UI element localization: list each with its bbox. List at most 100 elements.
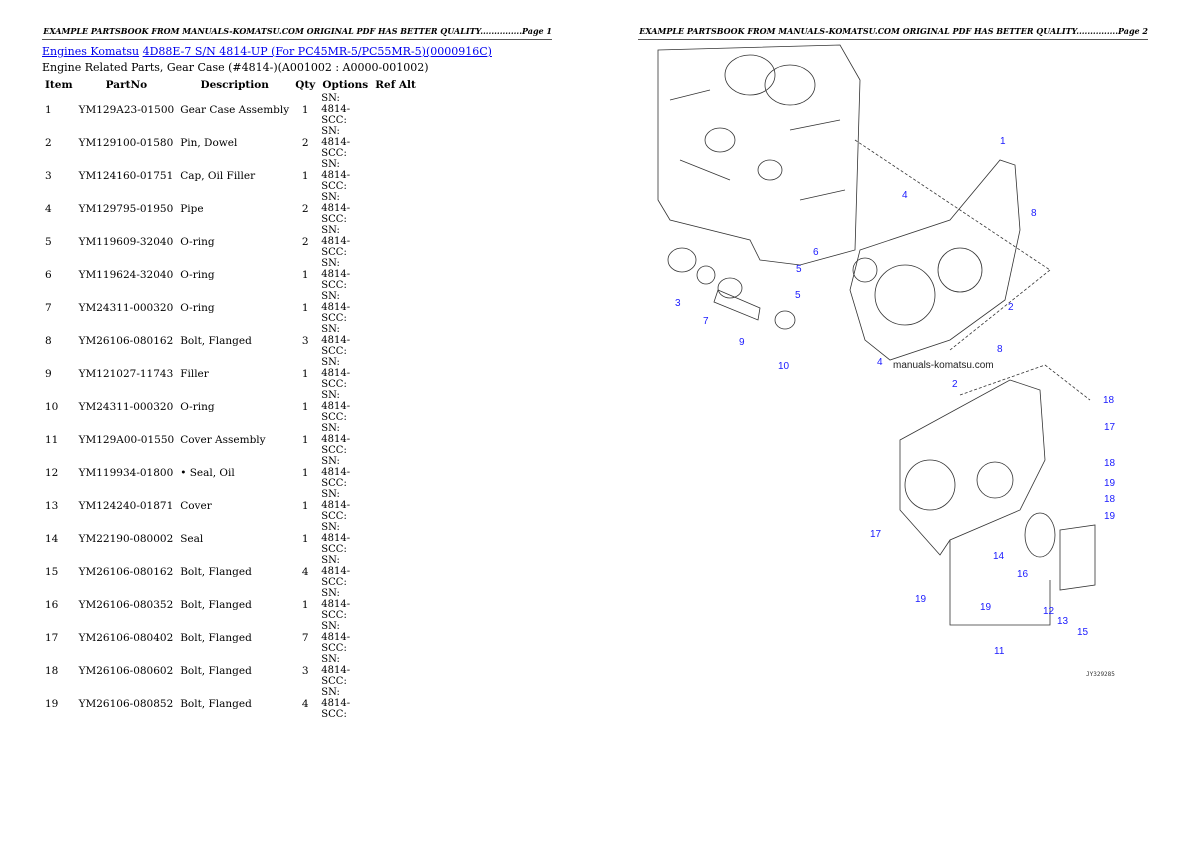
item-number: 12 bbox=[45, 466, 59, 479]
breadcrumb-link-engines[interactable]: Engines Komatsu bbox=[42, 45, 140, 58]
item-number: 8 bbox=[45, 334, 52, 347]
quantity: 1 bbox=[301, 433, 309, 446]
column-header: Qty bbox=[295, 78, 316, 91]
description: O-ring bbox=[180, 400, 215, 413]
column-header: Options bbox=[322, 78, 369, 91]
ref-alt bbox=[372, 357, 419, 390]
description: Cover Assembly bbox=[180, 433, 266, 446]
options: SN: 4814-SCC: bbox=[321, 621, 351, 654]
ref-alt bbox=[372, 555, 419, 588]
description: O-ring bbox=[180, 235, 215, 248]
callout-number: 8 bbox=[997, 344, 1003, 355]
parts-diagram: 1223445567889101112131415161717181818191… bbox=[657, 44, 1116, 678]
part-number: YM119624-32040 bbox=[78, 268, 174, 281]
part-number: YM129A00-01550 bbox=[78, 433, 175, 446]
ref-alt bbox=[372, 588, 419, 621]
options: SN: 4814-SCC: bbox=[321, 258, 351, 291]
callout-number: 12 bbox=[1043, 606, 1055, 617]
item-number: 1 bbox=[45, 103, 52, 116]
description: Bolt, Flanged bbox=[180, 334, 252, 347]
callout-number: 18 bbox=[1104, 494, 1116, 505]
callout-number: 14 bbox=[993, 551, 1005, 562]
part-number: YM121027-11743 bbox=[78, 367, 174, 380]
item-number: 19 bbox=[45, 697, 59, 710]
callout-number: 2 bbox=[952, 379, 958, 390]
description: Bolt, Flanged bbox=[180, 631, 252, 644]
ref-alt bbox=[372, 489, 419, 522]
callout-number: 19 bbox=[915, 594, 927, 605]
callout-number: 16 bbox=[1017, 569, 1029, 580]
callout-number: 18 bbox=[1103, 395, 1115, 406]
options: SN: 4814-SCC: bbox=[321, 192, 351, 225]
breadcrumb-link-model[interactable]: 4D88E-7 S/N 4814-UP (For PC45MR-5/PC55MR… bbox=[142, 45, 492, 58]
page-header-2: EXAMPLE PARTSBOOK FROM MANUALS-KOMATSU.C… bbox=[638, 26, 1148, 40]
callout-number: 10 bbox=[778, 361, 790, 372]
options: SN: 4814-SCC: bbox=[321, 159, 351, 192]
description: Bolt, Flanged bbox=[180, 565, 252, 578]
callout-labels: 1223445567889101112131415161717181818191… bbox=[675, 136, 1116, 657]
description: O-ring bbox=[180, 301, 215, 314]
callout-number: 17 bbox=[1104, 422, 1116, 433]
part-number: YM26106-080852 bbox=[78, 697, 174, 710]
quantity: 3 bbox=[301, 334, 309, 347]
callout-number: 9 bbox=[739, 337, 745, 348]
quantity: 2 bbox=[301, 202, 309, 215]
item-number: 4 bbox=[45, 202, 52, 215]
page-header-1: EXAMPLE PARTSBOOK FROM MANUALS-KOMATSU.C… bbox=[42, 26, 552, 40]
description: Cover bbox=[180, 499, 212, 512]
item-number: 16 bbox=[45, 598, 59, 611]
quantity: 2 bbox=[301, 136, 309, 149]
description: Bolt, Flanged bbox=[180, 664, 252, 677]
watermark-text: manuals-komatsu.com bbox=[893, 360, 994, 371]
options: SN: 4814-SCC: bbox=[321, 687, 351, 720]
item-number: 14 bbox=[45, 532, 59, 545]
item-number: 15 bbox=[45, 565, 59, 578]
part-number: YM129795-01950 bbox=[78, 202, 174, 215]
quantity: 1 bbox=[301, 367, 309, 380]
quantity: 1 bbox=[301, 169, 309, 182]
part-number: YM129100-01580 bbox=[78, 136, 174, 149]
part-number: YM26106-080162 bbox=[78, 565, 174, 578]
quantity: 1 bbox=[301, 301, 309, 314]
options: SN: 4814-SCC: bbox=[321, 390, 351, 423]
callout-number: 1 bbox=[1000, 136, 1006, 147]
callout-number: 2 bbox=[1008, 302, 1014, 313]
part-number: YM24311-000320 bbox=[78, 301, 174, 314]
options: SN: 4814-SCC: bbox=[321, 588, 351, 621]
column-header: Description bbox=[200, 78, 269, 91]
part-number: YM124160-01751 bbox=[78, 169, 174, 182]
callout-number: 13 bbox=[1057, 616, 1069, 627]
ref-alt bbox=[372, 654, 419, 687]
ref-alt bbox=[372, 192, 419, 225]
description: O-ring bbox=[180, 268, 215, 281]
quantity: 1 bbox=[301, 598, 309, 611]
item-number: 2 bbox=[45, 136, 52, 149]
callout-number: 19 bbox=[1104, 478, 1116, 489]
quantity: 7 bbox=[301, 631, 309, 644]
quantity: 1 bbox=[301, 466, 309, 479]
description: Gear Case Assembly bbox=[180, 103, 290, 116]
callout-number: 8 bbox=[1031, 208, 1037, 219]
description: Filler bbox=[180, 367, 209, 380]
ref-alt bbox=[372, 258, 419, 291]
part-number: YM124240-01871 bbox=[78, 499, 174, 512]
description: Pin, Dowel bbox=[180, 136, 238, 149]
quantity: 3 bbox=[301, 664, 309, 677]
callout-number: 3 bbox=[675, 298, 681, 309]
breadcrumb: Engines Komatsu 4D88E-7 S/N 4814-UP (For… bbox=[42, 45, 492, 58]
part-number: YM26106-080602 bbox=[78, 664, 174, 677]
options: SN: 4814-SCC: bbox=[321, 357, 351, 390]
